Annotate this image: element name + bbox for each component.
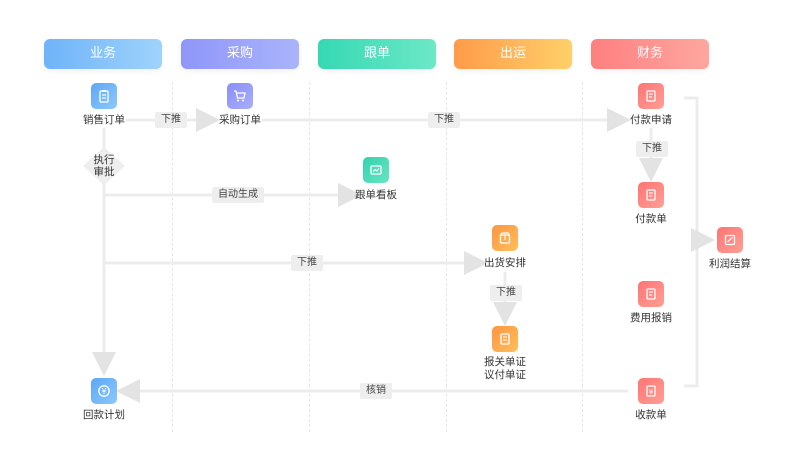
node-label-declaration-docs: 报关单证 议付单证 bbox=[475, 356, 535, 382]
edge-label-push-down: 下推 bbox=[490, 285, 522, 301]
node-label-purchase-order: 采购订单 bbox=[219, 114, 261, 126]
doc-payment-icon[interactable] bbox=[638, 182, 664, 208]
doc-request-icon[interactable] bbox=[638, 83, 664, 109]
lane-header-finance: 财务 bbox=[591, 39, 709, 69]
package-icon[interactable] bbox=[492, 225, 518, 251]
clipboard-icon[interactable] bbox=[91, 83, 117, 109]
node-label-collection-plan: 回款计划 bbox=[83, 409, 125, 421]
node-label-declaration-line1: 报关单证 bbox=[484, 356, 526, 368]
receipt-icon[interactable]: ¥ bbox=[638, 378, 664, 404]
decision-approval: 执行 审批 bbox=[84, 154, 124, 178]
doc-expense-icon[interactable] bbox=[638, 281, 664, 307]
edge-label-push-down: 下推 bbox=[428, 112, 460, 128]
node-label-profit-settlement: 利润结算 bbox=[709, 258, 751, 270]
profit-icon[interactable] bbox=[717, 227, 743, 253]
decision-line1: 执行 bbox=[93, 154, 115, 166]
node-label-shipment-arrangement: 出货安排 bbox=[484, 257, 526, 269]
node-label-sales-order: 销售订单 bbox=[83, 114, 125, 126]
decision-line2: 审批 bbox=[93, 166, 115, 178]
lane-divider bbox=[446, 82, 447, 432]
lane-header-business: 业务 bbox=[44, 39, 162, 69]
lane-header-purchase: 采购 bbox=[181, 39, 299, 69]
edge-label-auto-generate: 自动生成 bbox=[212, 187, 264, 203]
node-label-payment-request: 付款申请 bbox=[630, 114, 672, 126]
edge-label-push-down: 下推 bbox=[636, 141, 668, 157]
cart-icon[interactable] bbox=[227, 83, 253, 109]
lane-divider bbox=[172, 82, 173, 432]
chart-board-icon[interactable] bbox=[363, 157, 389, 183]
lane-header-shipping: 出运 bbox=[454, 39, 572, 69]
svg-text:¥: ¥ bbox=[102, 387, 107, 396]
lane-header-tracking: 跟单 bbox=[318, 39, 436, 69]
lane-divider bbox=[582, 82, 583, 432]
edge-label-push-down: 下推 bbox=[155, 112, 187, 128]
svg-text:¥: ¥ bbox=[649, 388, 654, 396]
document-icon[interactable] bbox=[492, 326, 518, 352]
node-label-tracking-board: 跟单看板 bbox=[355, 189, 397, 201]
yuan-coin-icon[interactable]: ¥ bbox=[91, 378, 117, 404]
edge-label-write-off: 核销 bbox=[360, 383, 392, 399]
node-label-expense-claim: 费用报销 bbox=[630, 312, 672, 324]
edge-label-push-down: 下推 bbox=[291, 255, 323, 271]
node-label-payment-slip: 付款单 bbox=[635, 213, 667, 225]
node-label-receipt-slip: 收款单 bbox=[635, 409, 667, 421]
node-label-declaration-line2: 议付单证 bbox=[484, 369, 526, 381]
